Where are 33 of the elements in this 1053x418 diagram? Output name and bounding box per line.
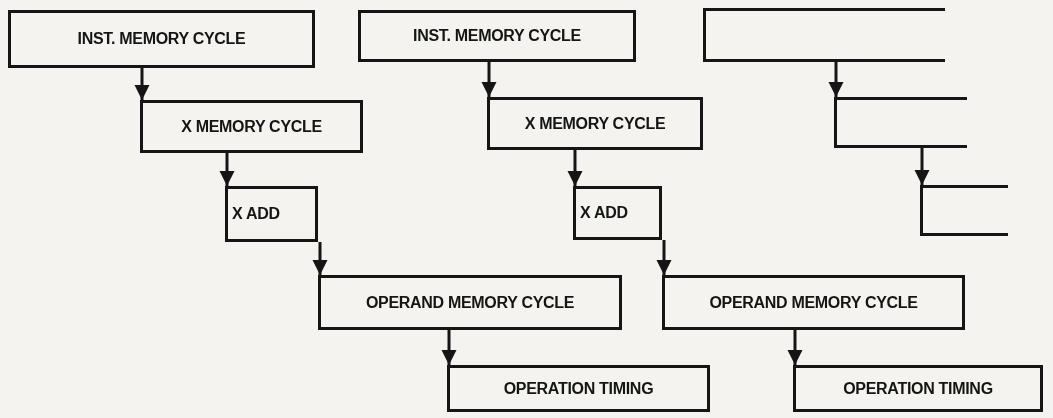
stage-label: X MEMORY CYCLE	[524, 114, 666, 133]
stage-label: X MEMORY CYCLE	[181, 117, 322, 136]
stage-box	[140, 100, 363, 153]
stage-box	[225, 186, 318, 242]
arrow	[567, 150, 583, 186]
open-box	[834, 97, 967, 148]
stage-label: X ADD	[580, 204, 628, 222]
arrow	[828, 62, 844, 97]
stage-box	[487, 97, 703, 150]
arrow	[312, 242, 328, 275]
arrow	[219, 153, 235, 186]
stage-box	[447, 365, 710, 412]
arrow	[134, 68, 150, 100]
stage-label: X ADD	[232, 205, 280, 223]
stage-label: OPERATION TIMING	[843, 379, 993, 398]
stage-box	[793, 365, 1043, 412]
arrow	[914, 148, 930, 185]
arrow	[441, 330, 457, 365]
stage-box	[8, 10, 315, 68]
stage-box	[318, 275, 622, 330]
arrow	[656, 240, 672, 275]
stage-label: OPERAND MEMORY CYCLE	[709, 293, 918, 312]
open-box	[703, 8, 945, 62]
stage-label: OPERATION TIMING	[503, 379, 654, 398]
stage-box	[662, 275, 965, 330]
stage-box	[573, 186, 662, 240]
open-box	[920, 185, 1008, 236]
stage-label: INST. MEMORY CYCLE	[413, 27, 581, 45]
arrow	[481, 62, 497, 97]
stage-label: OPERAND MEMORY CYCLE	[365, 293, 575, 312]
stage-label: INST. MEMORY CYCLE	[77, 30, 246, 48]
arrow	[787, 330, 803, 365]
stage-box	[358, 10, 636, 62]
